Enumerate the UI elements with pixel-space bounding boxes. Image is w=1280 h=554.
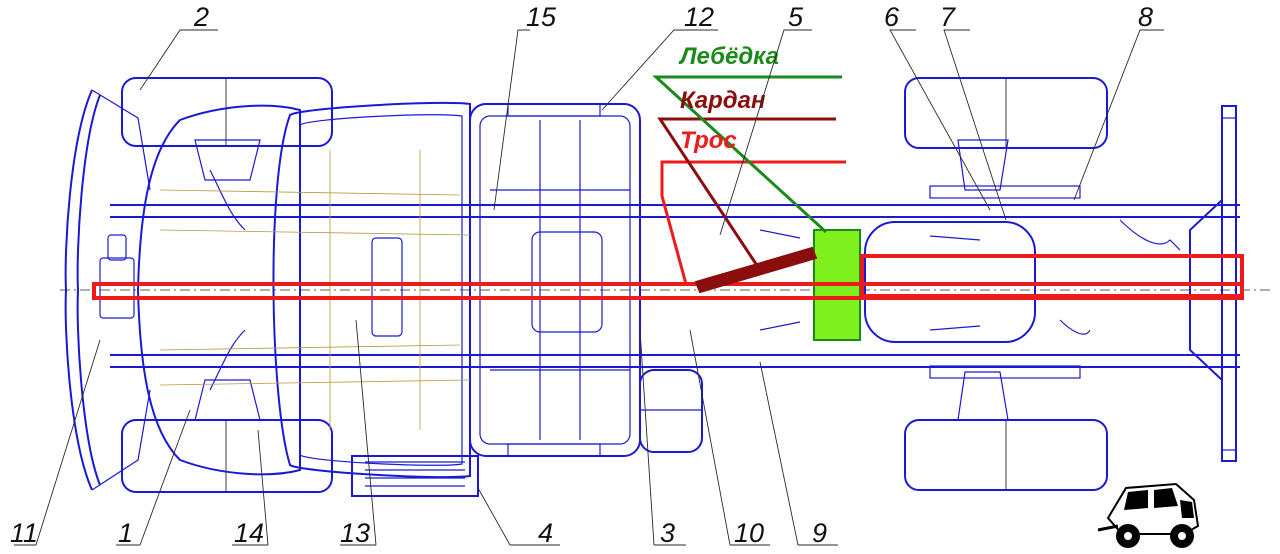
callout-13: 13 xyxy=(340,518,370,548)
cardan-leader xyxy=(657,117,836,271)
winch-leader xyxy=(652,75,842,234)
callout-12: 12 xyxy=(684,2,714,32)
callout-10: 10 xyxy=(734,518,764,548)
callout-1: 1 xyxy=(118,518,133,548)
callout-8: 8 xyxy=(1138,2,1153,32)
legend-winch-label: Лебёдка xyxy=(678,43,779,70)
callout-6: 6 xyxy=(884,2,900,32)
callout-4: 4 xyxy=(538,518,553,548)
cab xyxy=(99,101,641,479)
callout-15: 15 xyxy=(526,2,557,32)
callouts: 2 15 12 5 6 7 8 11 1 14 13 4 3 10 9 xyxy=(10,2,1153,548)
cardan-shaft xyxy=(694,246,818,294)
callout-7: 7 xyxy=(940,2,956,32)
battery-box xyxy=(351,455,479,497)
callout-3: 3 xyxy=(660,518,675,548)
callout-2: 2 xyxy=(193,2,209,32)
callout-5: 5 xyxy=(788,2,804,32)
truck-thumbnail-icon xyxy=(1097,482,1200,548)
callout-11: 11 xyxy=(10,518,38,548)
legend-cable-label: Трос xyxy=(680,127,737,154)
callout-14: 14 xyxy=(234,518,264,548)
callout-9: 9 xyxy=(812,518,827,548)
legend-cardan-label: Кардан xyxy=(680,87,766,114)
air-tanks xyxy=(639,369,703,453)
callout-leaders xyxy=(14,29,1164,546)
cable-run xyxy=(92,160,1244,300)
front-bumper xyxy=(64,89,151,491)
